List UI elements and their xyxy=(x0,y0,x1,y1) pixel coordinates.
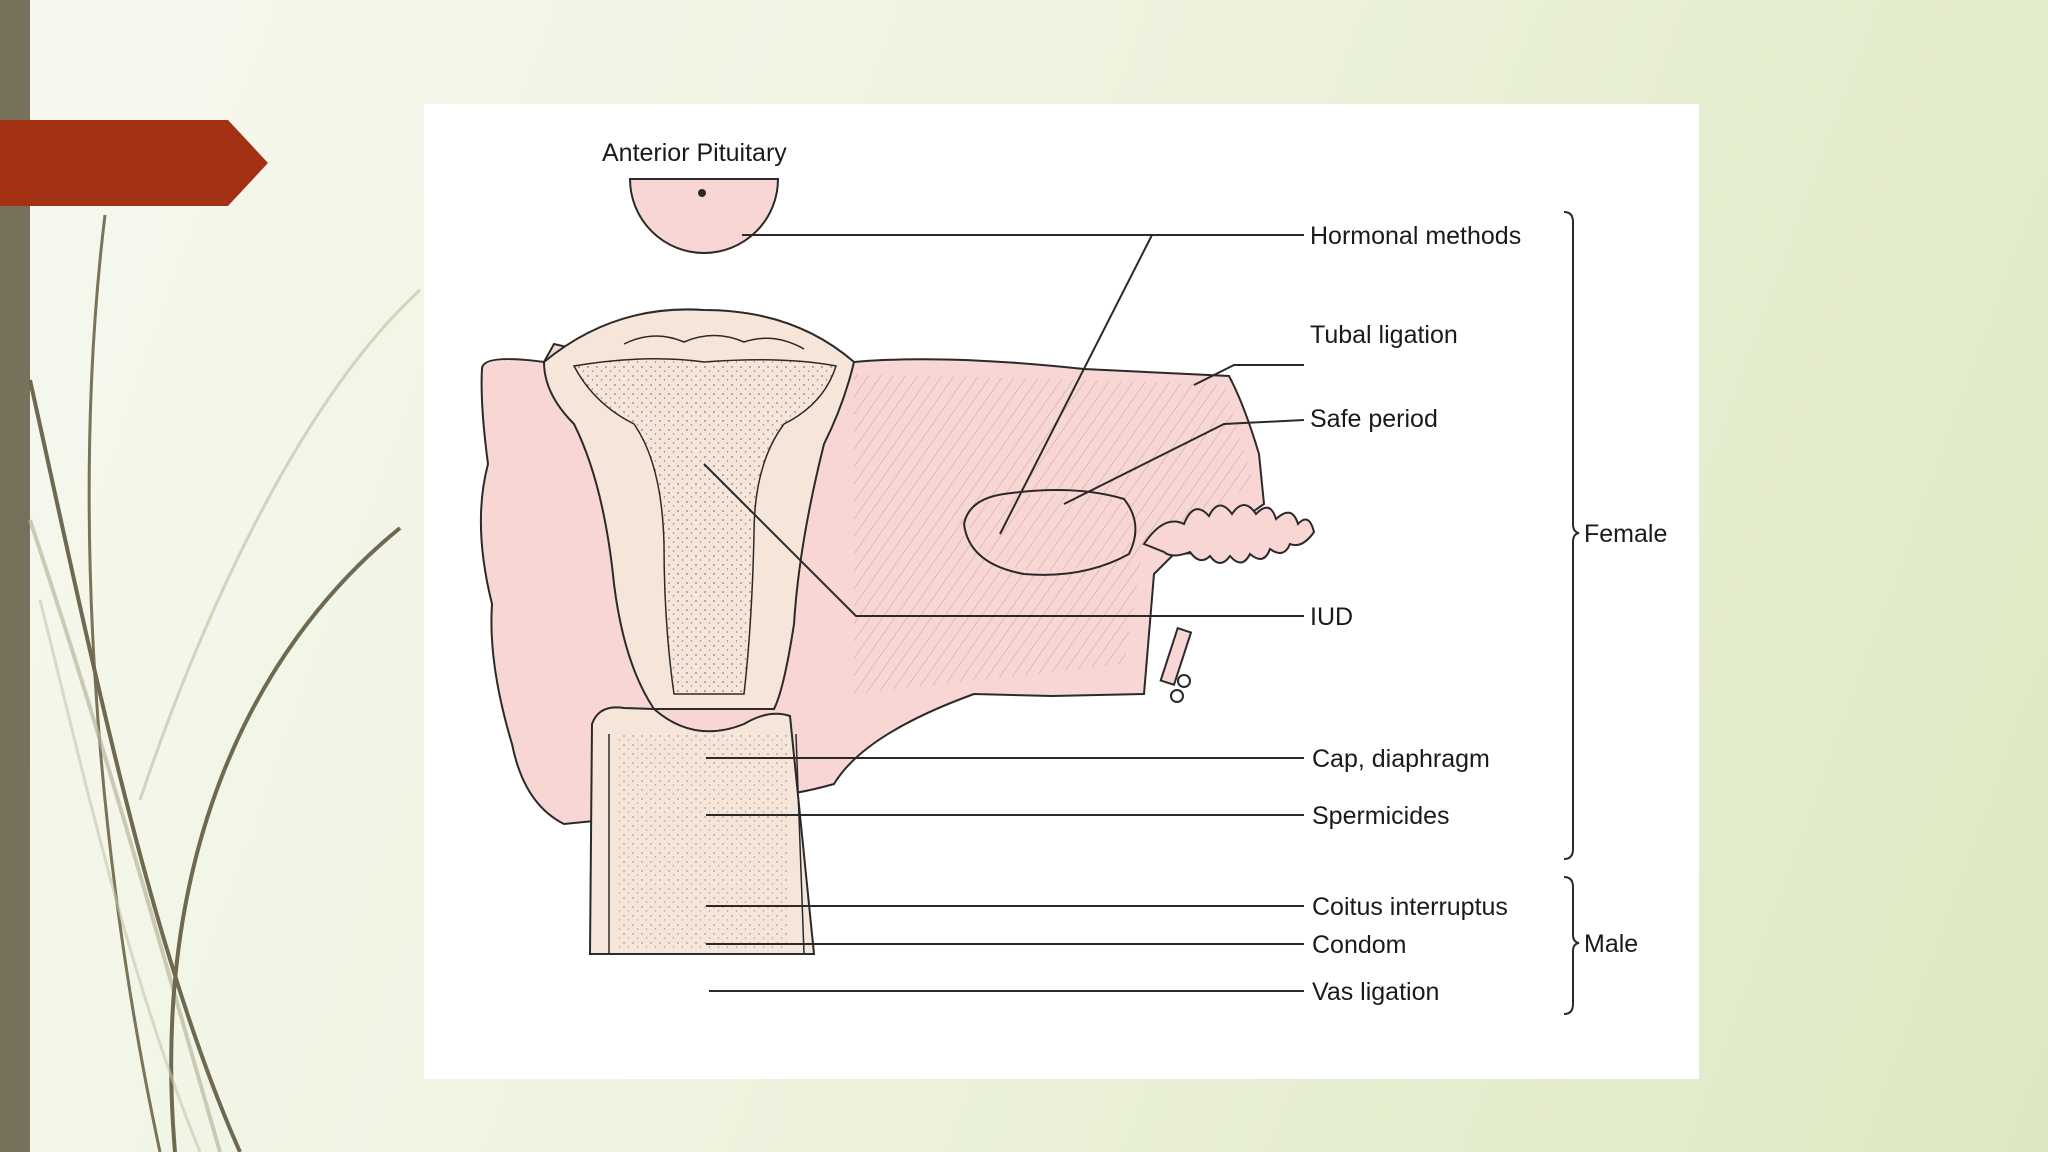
female-brace xyxy=(1564,212,1579,859)
pituitary-dot xyxy=(698,189,706,197)
title-accent-arrow xyxy=(0,120,270,206)
male-brace xyxy=(1564,877,1579,1014)
label-condom: Condom xyxy=(1312,931,1407,959)
label-coitus-interruptus: Coitus interruptus xyxy=(1312,893,1508,921)
label-hormonal-methods: Hormonal methods xyxy=(1310,222,1521,250)
label-spermicides: Spermicides xyxy=(1312,802,1450,830)
label-tubal-ligation: Tubal ligation xyxy=(1310,321,1458,349)
contraception-diagram: Anterior Pituitary Hormonal methods Tuba… xyxy=(424,104,1699,1079)
label-vas-ligation: Vas ligation xyxy=(1312,978,1439,1006)
label-female: Female xyxy=(1584,520,1667,548)
label-safe-period: Safe period xyxy=(1310,405,1438,433)
label-cap-diaphragm: Cap, diaphragm xyxy=(1312,745,1490,773)
cut-vessels xyxy=(1161,628,1191,702)
ovary-hatching xyxy=(969,493,1132,571)
label-iud: IUD xyxy=(1310,603,1353,631)
label-anterior-pituitary: Anterior Pituitary xyxy=(602,139,787,167)
diagram-panel: Anterior Pituitary Hormonal methods Tuba… xyxy=(424,104,1699,1079)
vaginal-dots xyxy=(619,734,789,949)
label-male: Male xyxy=(1584,930,1638,958)
